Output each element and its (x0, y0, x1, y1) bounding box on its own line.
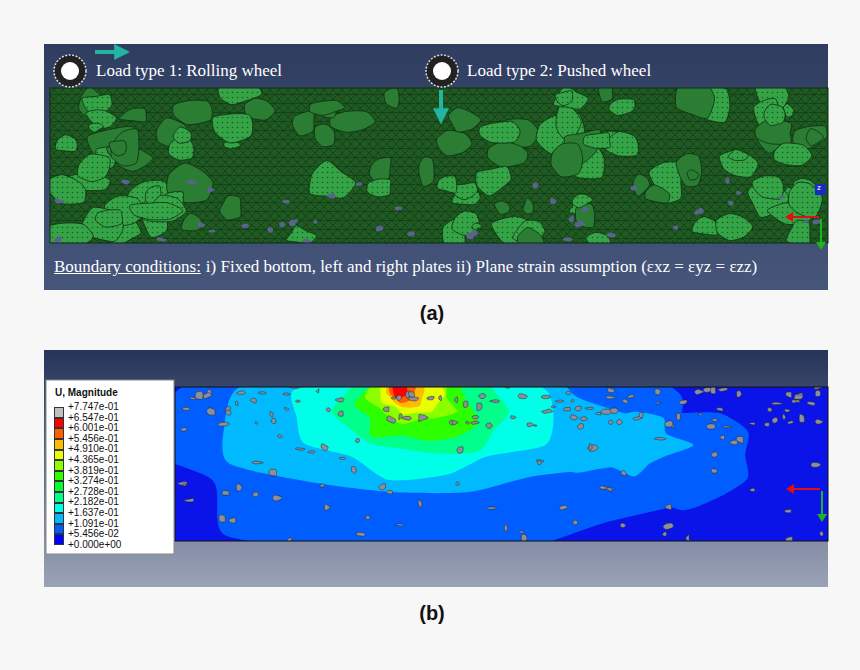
legend-swatch (54, 428, 64, 439)
note-heading: Boundary conditions: (54, 257, 201, 277)
legend-value: +4.910e-01 (68, 444, 119, 455)
axis-label: z (817, 183, 821, 192)
legend-value: +6.547e-01 (68, 413, 119, 424)
legend-swatch (54, 439, 64, 450)
load-arrow (95, 50, 127, 54)
legend-swatch (54, 524, 64, 535)
mesh-model (50, 88, 828, 243)
load-label: Load type 2: Pushed wheel (467, 61, 651, 81)
axis-triad (785, 212, 826, 250)
wheel-symbol (426, 55, 458, 87)
load-arrow (439, 90, 443, 121)
panel-label: (a) (420, 302, 444, 325)
legend-value: +3.274e-01 (68, 476, 119, 487)
legend-swatch (54, 481, 64, 492)
legend-value: +6.001e-01 (68, 423, 119, 434)
legend-title: U, Magnitude (55, 387, 118, 398)
legend-swatch (54, 503, 64, 514)
viewport-bg (44, 350, 828, 587)
boundary-note: Boundary conditions:i) Fixed bottom, lef… (54, 257, 757, 277)
load-label: Load type 1: Rolling wheel (96, 61, 282, 81)
legend-value: +3.819e-01 (68, 466, 119, 477)
contour-plot (175, 387, 828, 541)
legend-panel (46, 380, 174, 554)
legend-swatch (54, 492, 64, 503)
legend-value: +4.365e-01 (68, 455, 119, 466)
legend-swatch (54, 407, 64, 418)
legend-value: +7.747e-01 (68, 402, 119, 413)
viewport-bg (44, 44, 828, 290)
legend-value: +1.637e-01 (68, 508, 119, 519)
legend-value: +5.456e-01 (68, 434, 119, 445)
legend-swatch (54, 418, 64, 429)
axis-triad (786, 484, 827, 522)
axis-box (815, 184, 826, 195)
legend-value: +5.456e-02 (68, 529, 119, 540)
legend-swatch (54, 460, 64, 471)
legend-swatch (54, 534, 64, 545)
legend-swatch (54, 513, 64, 524)
note-text: i) Fixed bottom, left and right plates i… (206, 257, 757, 277)
legend-value: +2.728e-01 (68, 487, 119, 498)
legend-swatch (54, 471, 64, 482)
wheel-symbol (54, 55, 86, 87)
panel-label: (b) (419, 602, 445, 625)
legend-value: +0.000e+00 (68, 540, 121, 551)
legend-entry: +5.456e-02 (54, 529, 119, 545)
legend-value: +2.182e-01 (68, 497, 119, 508)
legend-value: +1.091e-01 (68, 519, 119, 530)
legend-swatch (54, 450, 64, 461)
